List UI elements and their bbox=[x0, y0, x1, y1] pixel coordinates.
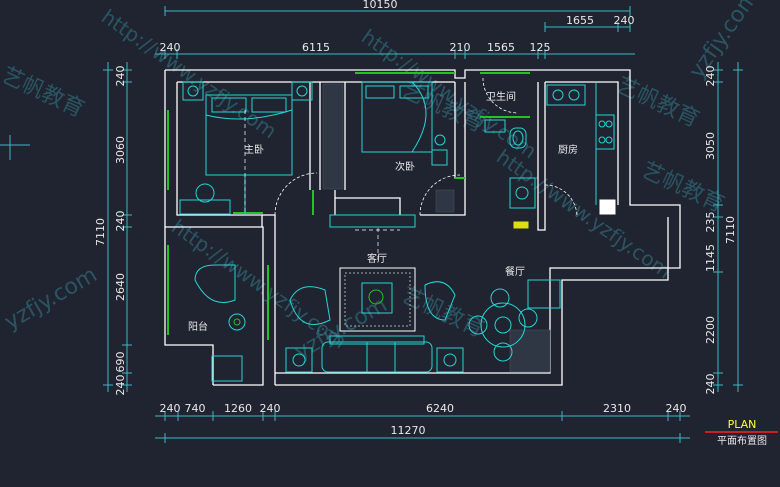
dim-top-kitchen-a: 1655 bbox=[566, 14, 594, 27]
room-label-dining-room: 餐厅 bbox=[505, 265, 525, 278]
dim-right-5: 240 bbox=[704, 374, 717, 395]
plan-legend: PLAN 平面布置图 bbox=[705, 418, 778, 447]
dim-left-3: 2640 bbox=[114, 273, 127, 301]
door-arcs bbox=[274, 77, 578, 218]
master-chair bbox=[195, 183, 215, 203]
dim-left-4: 690 bbox=[114, 352, 127, 373]
room-labels: 主卧 次卧 卫生间 厨房 客厅 餐厅 阳台 bbox=[188, 90, 578, 333]
room-label-master-bedroom: 主卧 bbox=[244, 143, 264, 156]
armchair-left bbox=[289, 286, 331, 325]
room-label-bathroom: 卫生间 bbox=[486, 90, 516, 103]
kitchen-fixtures bbox=[546, 83, 616, 215]
dim-right-2: 235 bbox=[704, 212, 717, 233]
dim-right-4: 2200 bbox=[704, 316, 717, 344]
side-table-right bbox=[436, 347, 464, 373]
dim-bottom-0: 240 bbox=[160, 402, 181, 415]
living-sofa bbox=[321, 335, 433, 373]
dim-top-row2-4: 125 bbox=[530, 41, 551, 54]
room-label-living-room: 客厅 bbox=[367, 252, 387, 265]
dim-bottom-6: 240 bbox=[666, 402, 687, 415]
axis-lines bbox=[244, 110, 400, 262]
tv-cabinet bbox=[329, 214, 416, 228]
dim-right-0: 240 bbox=[704, 66, 717, 87]
side-table-left bbox=[285, 347, 313, 373]
bathroom-fixtures bbox=[484, 119, 536, 229]
room-label-second-bedroom: 次卧 bbox=[395, 160, 415, 173]
dim-left-2: 240 bbox=[114, 211, 127, 232]
stipple-areas bbox=[322, 83, 551, 373]
window-strips bbox=[167, 72, 530, 340]
dimension-text: 10150 1655 240 240 6115 210 1565 125 240… bbox=[94, 0, 737, 437]
dim-top-row2-0: 240 bbox=[160, 41, 181, 54]
dim-bottom-2: 1260 bbox=[224, 402, 252, 415]
dim-bottom-overall: 11270 bbox=[391, 424, 426, 437]
plan-title: PLAN bbox=[728, 418, 757, 431]
master-bed bbox=[182, 81, 313, 176]
dim-left-overall: 7110 bbox=[94, 218, 107, 246]
room-label-balcony: 阳台 bbox=[188, 320, 208, 333]
living-rug bbox=[339, 267, 416, 332]
dim-right-overall: 7110 bbox=[724, 216, 737, 244]
dim-left-1: 3060 bbox=[114, 136, 127, 164]
dim-top-row2-3: 1565 bbox=[487, 41, 515, 54]
dim-top-kitchen-b: 240 bbox=[614, 14, 635, 27]
dim-bottom-1: 740 bbox=[185, 402, 206, 415]
dim-bottom-5: 2310 bbox=[603, 402, 631, 415]
dim-bottom-4: 6240 bbox=[426, 402, 454, 415]
master-desk bbox=[179, 199, 231, 215]
lamp-left bbox=[292, 353, 306, 367]
dim-left-5: 240 bbox=[114, 375, 127, 396]
furniture bbox=[179, 81, 616, 382]
plan-subtitle: 平面布置图 bbox=[717, 435, 767, 447]
dim-right-1: 3050 bbox=[704, 132, 717, 160]
dim-top-row2-1: 6115 bbox=[302, 41, 330, 54]
second-bed bbox=[361, 81, 448, 166]
room-label-kitchen: 厨房 bbox=[558, 143, 578, 156]
armchair-right bbox=[424, 281, 456, 321]
dim-left-0: 240 bbox=[114, 66, 127, 87]
lamp-right bbox=[443, 353, 457, 367]
dim-right-3: 1145 bbox=[704, 244, 717, 272]
dining-set bbox=[468, 279, 561, 362]
balcony-fixtures bbox=[194, 264, 246, 382]
dimension-lines bbox=[0, 6, 743, 443]
dim-bottom-3: 240 bbox=[260, 402, 281, 415]
dim-top-row2-2: 210 bbox=[450, 41, 471, 54]
dim-top-overall: 10150 bbox=[363, 0, 398, 11]
